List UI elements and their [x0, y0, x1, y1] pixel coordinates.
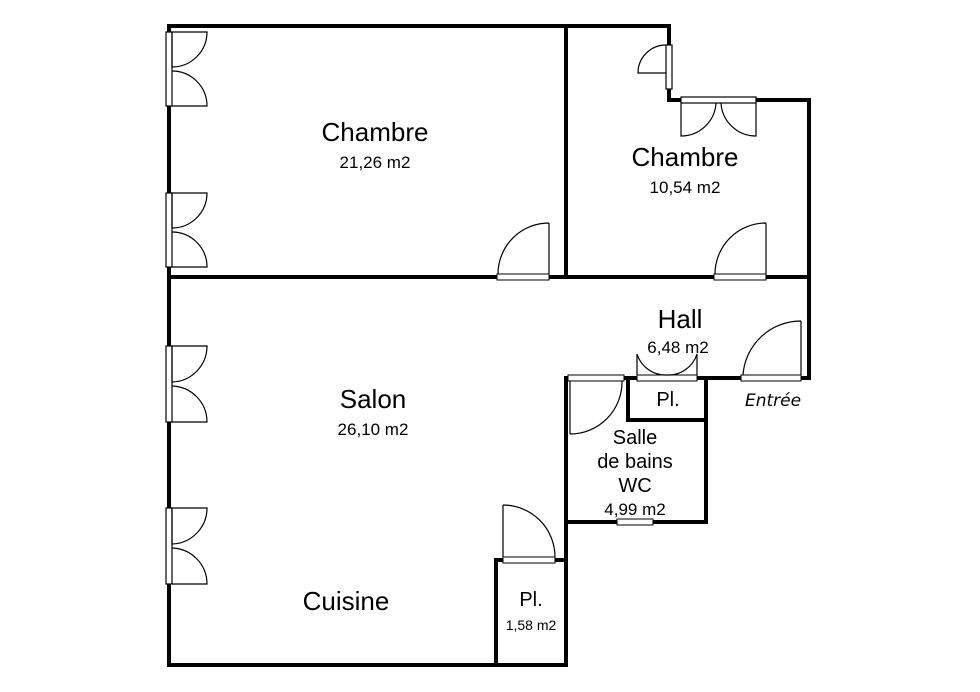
- west-windows: [165, 31, 208, 585]
- bathroom-name-line1: Salle: [612, 427, 658, 449]
- window-living-1: [165, 345, 208, 423]
- bedroom-small-name: Chambre: [631, 142, 739, 172]
- window-small-bedroom-east-wall: [680, 96, 757, 137]
- entrance-label: Entrée: [744, 391, 802, 411]
- bedroom-small-area: 10,54 m2: [649, 178, 721, 197]
- window-bedroom-1: [165, 31, 208, 107]
- door-bathroom: [567, 374, 625, 435]
- wall-hall-closet: [626, 376, 708, 422]
- door-bedroom-large: [496, 222, 550, 281]
- door-entrance: [740, 320, 802, 382]
- kitchen-name: Cuisine: [302, 586, 390, 616]
- door-bedroom-small: [713, 222, 767, 281]
- bathroom-name-line3: WC: [618, 475, 652, 497]
- window-small-bedroom-top: [637, 44, 673, 90]
- living-area: 26,10 m2: [337, 420, 409, 439]
- bedroom-large-area: 21,26 m2: [339, 153, 411, 172]
- hall-area: 6,48 m2: [647, 338, 709, 357]
- wall-living-closet: [494, 558, 568, 667]
- hall-name: Hall: [657, 304, 703, 334]
- window-living-2: [165, 507, 208, 585]
- living-name: Salon: [339, 384, 407, 414]
- hall-closet-name: Pl.: [656, 389, 680, 411]
- bathroom-area: 4,99 m2: [604, 500, 666, 519]
- bathroom-name-line2: de bains: [597, 451, 673, 473]
- door-living-closet: [502, 504, 556, 564]
- window-bedroom-2: [165, 192, 208, 268]
- bedroom-large-name: Chambre: [321, 117, 429, 147]
- doors: [496, 222, 802, 564]
- door-hall-closet: [636, 353, 698, 382]
- door-bathroom-window: [616, 518, 654, 526]
- small-bedroom-windows: [637, 44, 757, 137]
- living-closet-name: Pl.: [519, 589, 543, 611]
- living-closet-area: 1,58 m2: [505, 617, 557, 633]
